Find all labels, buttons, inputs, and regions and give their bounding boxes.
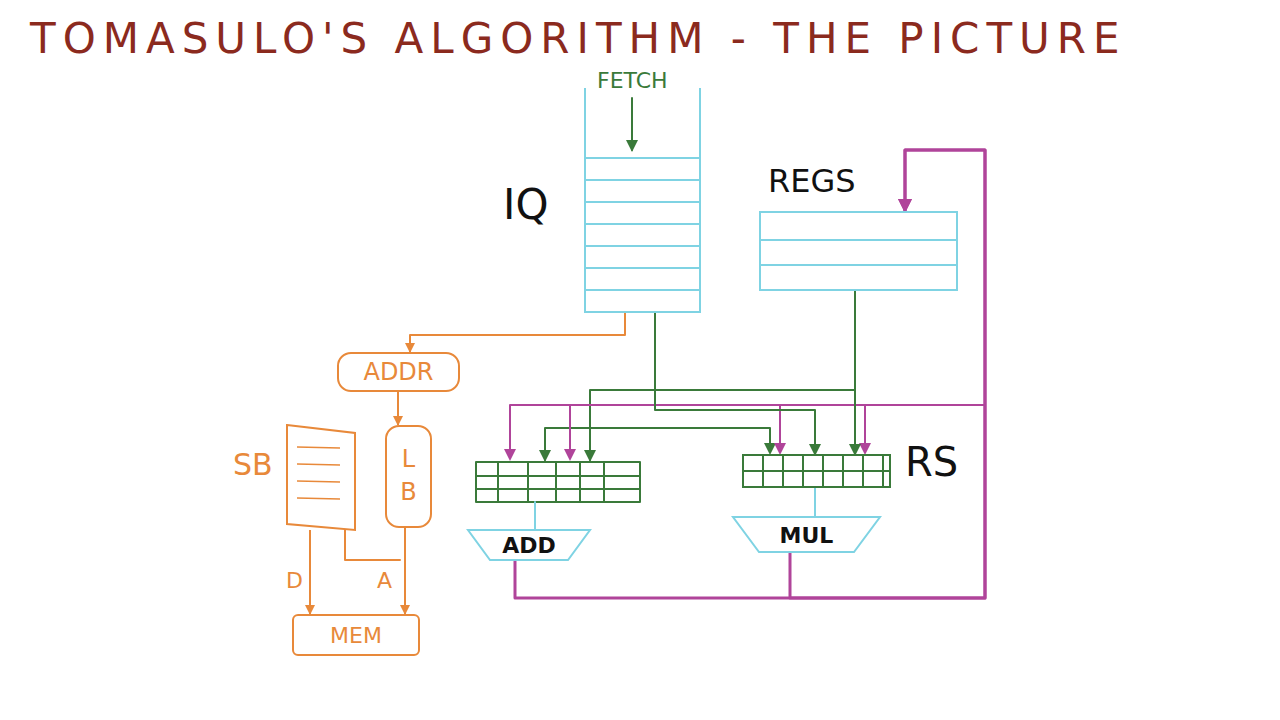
memory: MEM: [292, 614, 420, 656]
node-label: IQ: [503, 180, 548, 229]
reservation-station: RS: [743, 455, 890, 487]
add-reservation-station: [476, 462, 640, 502]
diagram-title: TOMASULO'S ALGORITHM - THE PICTURE: [30, 14, 1127, 63]
node-label: RS: [905, 439, 958, 485]
connector-arrow: [404, 528, 406, 614]
store-wire: [345, 530, 400, 560]
address-unit: ADDR: [337, 352, 460, 392]
operand-wires: [545, 390, 855, 460]
instruction-queue: IQ: [585, 88, 700, 312]
node-label: REGS: [768, 162, 856, 200]
node-label: MEM: [330, 623, 382, 648]
node-outline: [585, 88, 700, 312]
node-label: ADDR: [363, 358, 433, 386]
node-label: ADD: [502, 533, 556, 558]
multiplier-unit: MUL: [733, 517, 880, 552]
node-outline: [760, 212, 957, 290]
node-label: MUL: [780, 522, 834, 547]
load-buffer: L B: [385, 425, 432, 528]
connector-arrow: [655, 312, 815, 455]
edge-label: D: [286, 568, 303, 593]
store-buffer: SB: [287, 425, 355, 530]
node-outline: [287, 425, 355, 530]
adder-unit: ADD: [468, 530, 590, 560]
node-outline: [743, 455, 890, 487]
dispatch-wires: [535, 487, 815, 530]
connector-arrow: [397, 392, 399, 425]
connector-arrow: [854, 290, 856, 455]
register-file: REGS: [760, 212, 957, 290]
stage-label: FETCH: [597, 68, 668, 93]
connector-arrow: [309, 530, 311, 614]
node-label: L B: [399, 443, 419, 510]
connector-arrow: [410, 312, 625, 352]
arrow-heads: [539, 443, 776, 462]
arrow-head: [626, 140, 638, 152]
edge-label: A: [377, 568, 392, 593]
node-label: SB: [233, 447, 273, 482]
